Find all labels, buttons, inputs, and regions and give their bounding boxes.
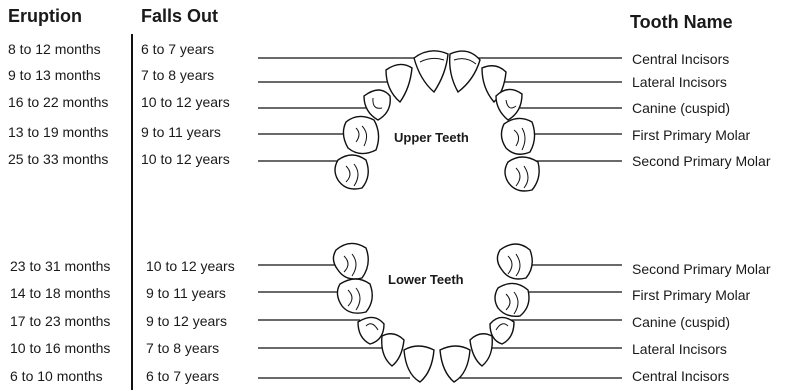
upper-canine-right [496, 89, 522, 120]
lower-first-molar-left [337, 279, 372, 313]
upper-central-incisor-right [450, 51, 480, 92]
lower-canine-right [490, 317, 514, 344]
lower-lateral-incisor-left [382, 334, 404, 366]
lower-first-molar-right [495, 283, 529, 316]
lower-central-incisor-left [404, 346, 434, 382]
lower-teeth [333, 243, 532, 382]
upper-first-molar-left [343, 116, 378, 153]
lower-central-incisor-right [440, 346, 470, 382]
lower-lateral-incisor-right [470, 334, 492, 366]
upper-second-molar-right [505, 157, 539, 191]
lower-canine-left [358, 317, 384, 344]
leader-lines [258, 58, 622, 378]
upper-second-molar-left [335, 155, 368, 189]
lower-second-molar-left [333, 243, 368, 279]
upper-teeth [335, 51, 539, 191]
upper-canine-left [364, 90, 390, 120]
upper-central-incisor-left [414, 51, 448, 92]
lower-second-molar-right [497, 244, 532, 279]
